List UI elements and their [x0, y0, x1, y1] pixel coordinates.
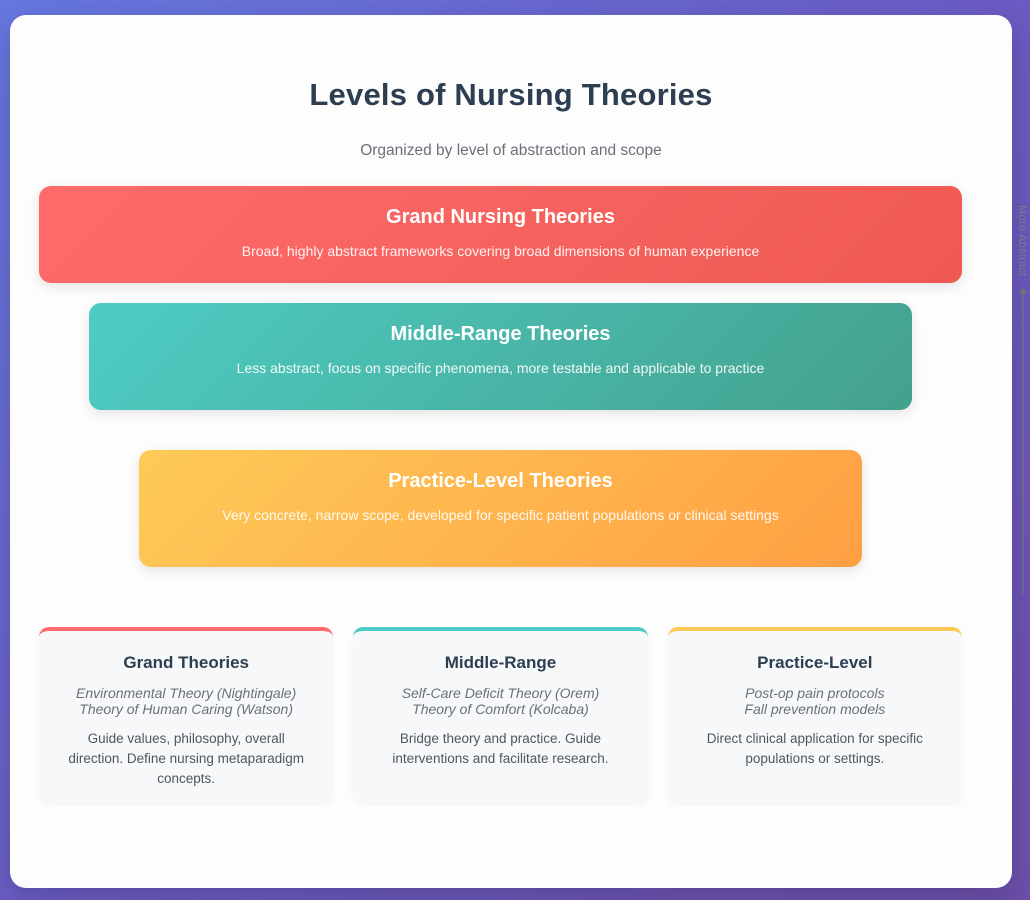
axis-line [1022, 294, 1024, 594]
example-card-grand: Grand Theories Environmental Theory (Nig… [39, 627, 334, 803]
level-description: Very concrete, narrow scope, developed f… [222, 507, 779, 523]
example-card-practice-level: Practice-Level Post-op pain protocols Fa… [667, 627, 962, 803]
level-title: Practice-Level Theories [388, 470, 613, 492]
abstraction-axis: More Abstract [1016, 205, 1029, 605]
example-title: Practice-Level [757, 653, 873, 672]
example-description: Guide values, philosophy, overall direct… [68, 731, 304, 786]
arrow-up-icon [1019, 287, 1027, 294]
example-item: Theory of Human Caring (Watson) [79, 701, 294, 717]
level-title: Middle-Range Theories [390, 323, 611, 345]
example-description: Direct clinical application for specific… [706, 731, 923, 766]
examples-grid: Grand Theories Environmental Theory (Nig… [39, 627, 962, 803]
page-title: Levels of Nursing Theories [309, 77, 713, 112]
example-item: Environmental Theory (Nightingale) [76, 685, 297, 701]
level-practice-level-theories: Practice-Level Theories Very concrete, n… [139, 450, 862, 567]
level-description: Broad, highly abstract frameworks coveri… [241, 243, 760, 259]
example-title: Middle-Range [444, 653, 557, 672]
example-item: Fall prevention models [744, 701, 886, 717]
level-title: Grand Nursing Theories [386, 206, 615, 228]
example-title: Grand Theories [123, 653, 249, 672]
level-grand-theories: Grand Nursing Theories Broad, highly abs… [39, 186, 962, 283]
example-list: Environmental Theory (Nightingale) Theor… [39, 685, 333, 717]
example-list: Post-op pain protocols Fall prevention m… [668, 685, 962, 717]
example-item: Theory of Comfort (Kolcaba) [412, 701, 589, 717]
page-subtitle: Organized by level of abstraction and sc… [360, 142, 662, 159]
example-item: Post-op pain protocols [745, 685, 885, 701]
level-description: Less abstract, focus on specific phenome… [236, 360, 765, 376]
level-middle-range-theories: Middle-Range Theories Less abstract, foc… [89, 303, 912, 410]
example-list: Self-Care Deficit Theory (Orem) Theory o… [353, 685, 647, 717]
example-description: Bridge theory and practice. Guide interv… [392, 731, 609, 766]
axis-label: More Abstract [1016, 205, 1028, 277]
example-item: Self-Care Deficit Theory (Orem) [401, 685, 600, 701]
example-card-middle-range: Middle-Range Self-Care Deficit Theory (O… [353, 627, 648, 803]
